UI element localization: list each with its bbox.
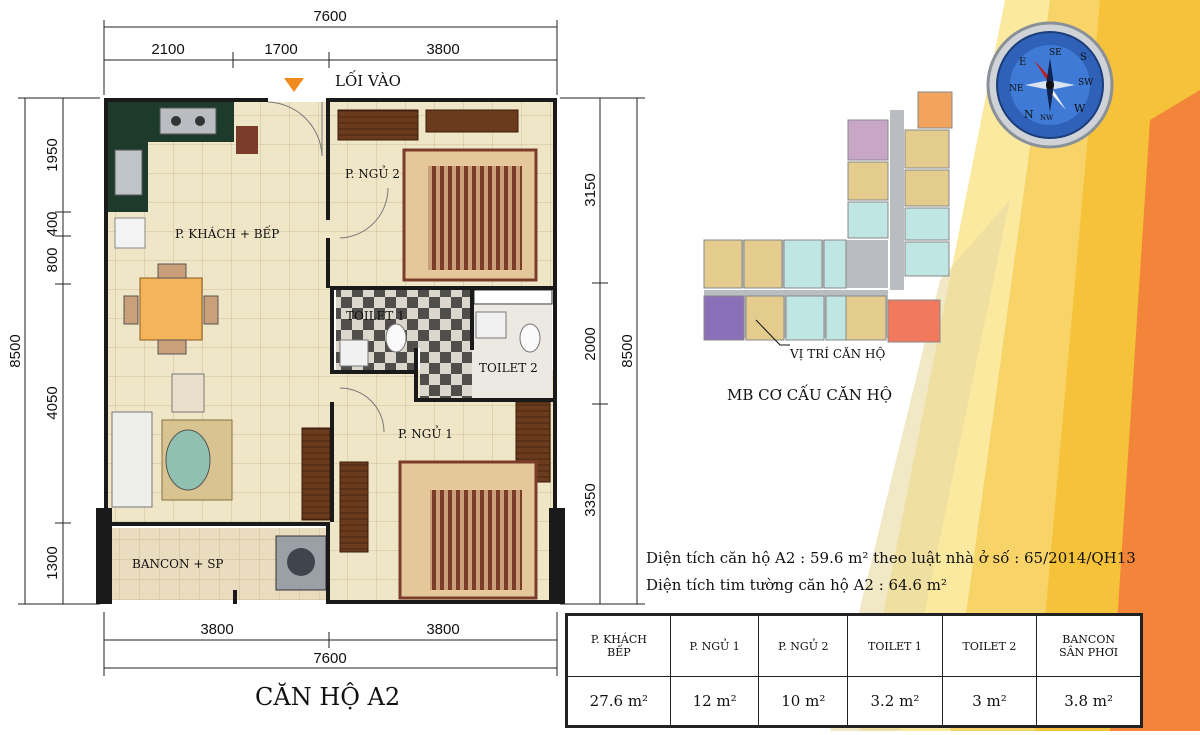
- compass-sw-label: SW: [1078, 78, 1094, 88]
- dim-right-total: 8500: [619, 334, 636, 367]
- key-plan-title: MB CƠ CẤU CĂN HỘ: [727, 386, 892, 404]
- room-bedroom-2: P. NGỦ 2: [345, 164, 400, 181]
- dim-left-seg4: 4050: [44, 386, 61, 419]
- compass-e-label: E: [1019, 57, 1026, 68]
- plan-title: CĂN HỘ A2: [255, 683, 401, 711]
- dimension-lines: [18, 20, 645, 676]
- dim-left-seg5: 1300: [44, 546, 61, 579]
- room-balcony: BANCON + SP: [132, 557, 223, 571]
- dim-left-seg2: 400: [44, 211, 61, 236]
- dim-bottom-seg1: 3800: [200, 621, 233, 638]
- dim-right-seg1: 3150: [582, 173, 599, 206]
- decorative-stripes: [830, 0, 1200, 731]
- area-value-living: 27.6 m²: [566, 676, 671, 727]
- area-value-toilet1: 3.2 m²: [847, 676, 943, 727]
- dim-left-seg1: 1950: [44, 138, 61, 171]
- compass-w-label: W: [1074, 102, 1086, 115]
- area-table-header-row: P. KHÁCH BẾP P. NGỦ 1 P. NGỦ 2 TOILET 1 …: [566, 614, 1142, 677]
- key-plan: [703, 91, 953, 346]
- area-value-balcony: 3.8 m²: [1036, 676, 1142, 727]
- dim-right-seg3: 3350: [582, 483, 599, 516]
- area-header-living: P. KHÁCH BẾP: [566, 614, 671, 677]
- area-header-bed1: P. NGỦ 1: [669, 614, 760, 677]
- dim-top-seg2: 1700: [264, 41, 297, 58]
- key-plan-location-label: VỊ TRÍ CĂN HỘ: [790, 347, 886, 361]
- dim-right-seg2: 2000: [582, 327, 599, 360]
- area-header-balcony: BANCON SÂN PHƠI: [1036, 614, 1142, 677]
- area-header-bed2: P. NGỦ 2: [758, 614, 849, 677]
- dim-bottom-total: 7600: [313, 650, 346, 667]
- compass-s-label: S: [1080, 52, 1087, 63]
- compass-se-label: SE: [1049, 48, 1062, 58]
- dim-left-total: 8500: [7, 334, 24, 367]
- room-bedroom-1: P. NGỦ 1: [398, 424, 453, 441]
- dim-top-total: 7600: [313, 8, 346, 25]
- room-living-kitchen: P. KHÁCH + BẾP: [175, 224, 279, 241]
- compass-nw-label: NW: [1040, 114, 1054, 122]
- dim-left-seg3: 800: [44, 247, 61, 272]
- area-value-toilet2: 3 m²: [941, 676, 1038, 727]
- apartment-plan: [96, 78, 565, 604]
- area-table: P. KHÁCH BẾP P. NGỦ 1 P. NGỦ 2 TOILET 1 …: [565, 613, 1143, 728]
- area-table-value-row: 27.6 m² 12 m² 10 m² 3.2 m² 3 m² 3.8 m²: [566, 676, 1142, 727]
- area-value-bed1: 12 m²: [669, 676, 760, 727]
- area-value-bed2: 10 m²: [758, 676, 849, 727]
- entry-arrow-icon: [284, 78, 304, 92]
- dim-top-seg1: 2100: [151, 41, 184, 58]
- room-toilet-2: TOILET 2: [479, 361, 538, 375]
- compass-icon: [986, 21, 1114, 149]
- dim-bottom-seg2: 3800: [426, 621, 459, 638]
- compass-ne-label: NE: [1009, 84, 1023, 94]
- compass-n-label: N: [1024, 108, 1034, 121]
- area-note-line-2: Diện tích tim tường căn hộ A2 : 64.6 m²: [646, 576, 947, 594]
- entry-label: LỐI VÀO: [335, 72, 401, 90]
- area-note-line-1: Diện tích căn hộ A2 : 59.6 m² theo luật …: [646, 549, 1136, 567]
- room-toilet-1: TOILET 1: [346, 309, 405, 323]
- dim-top-seg3: 3800: [426, 41, 459, 58]
- area-header-toilet2: TOILET 2: [941, 614, 1038, 677]
- area-header-toilet1: TOILET 1: [847, 614, 943, 677]
